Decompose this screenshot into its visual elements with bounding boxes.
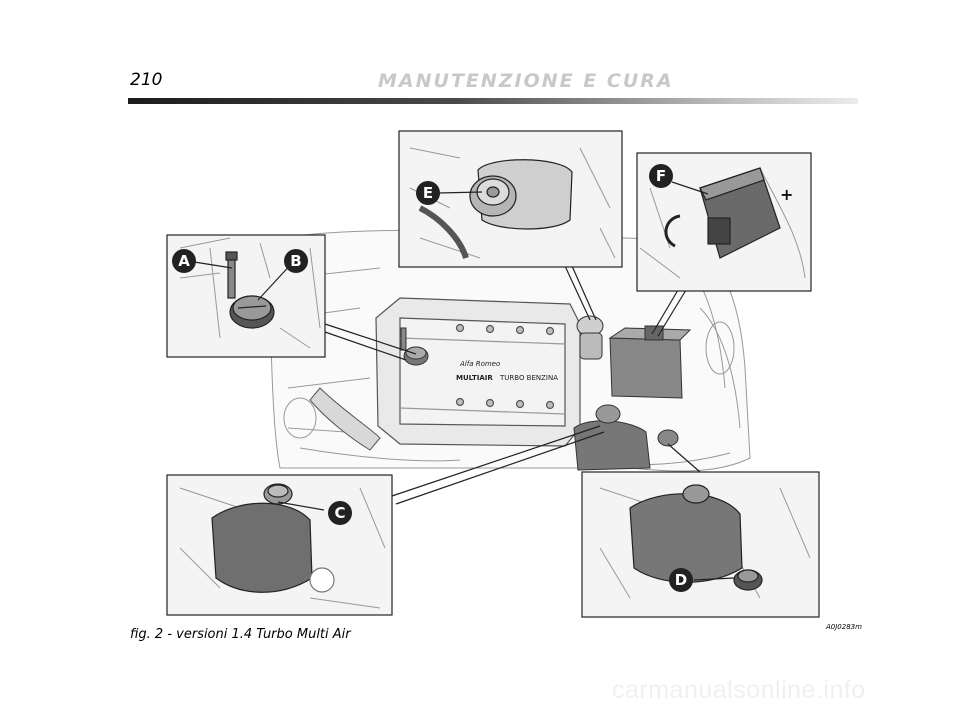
inset-coolant: [166, 474, 393, 616]
watermark: carmanualsonline.info: [612, 676, 866, 704]
leader-lines: [324, 265, 701, 505]
callout-c-label: C: [334, 504, 345, 522]
engine-badge-line2: TURBO BENZINA: [499, 374, 558, 382]
inset-brake-fluid: [398, 130, 623, 268]
engine-bay-figure: Alfa Romeo MULTIAIR TURBO BENZINA: [160, 128, 820, 620]
callout-b-label: B: [290, 252, 301, 270]
figure-caption: fig. 2 - versioni 1.4 Turbo Multi Air: [130, 627, 351, 642]
callout-b: B: [284, 249, 308, 273]
intake-pipe: [309, 387, 381, 451]
inset-washer: [581, 471, 820, 618]
figure-reference-code: A0J0283m: [826, 623, 862, 631]
callout-f-label: F: [656, 167, 666, 185]
page-number: 210: [130, 70, 163, 90]
callout-f: F: [649, 164, 673, 188]
engine-cover: [375, 297, 581, 447]
engine-badge-brand: Alfa Romeo: [459, 360, 500, 368]
battery-plus-symbol: +: [780, 185, 793, 204]
washer-cap-engine: [657, 429, 679, 447]
callout-d-label: D: [675, 571, 687, 589]
callout-e-label: E: [423, 184, 433, 202]
brake-reservoir-engine: [576, 315, 604, 360]
section-title: MANUTENZIONE E CURA: [378, 70, 674, 92]
engine-badge-line1: MULTIAIR: [456, 374, 493, 382]
callout-d: D: [669, 568, 693, 592]
callout-c: C: [328, 501, 352, 525]
callout-a-label: A: [178, 252, 190, 270]
callout-a: A: [172, 249, 196, 273]
inset-battery: +: [636, 152, 812, 292]
header-rule: [128, 98, 858, 104]
coolant-tank-engine: [573, 404, 651, 471]
callout-e: E: [416, 181, 440, 205]
battery-engine: [608, 325, 692, 399]
